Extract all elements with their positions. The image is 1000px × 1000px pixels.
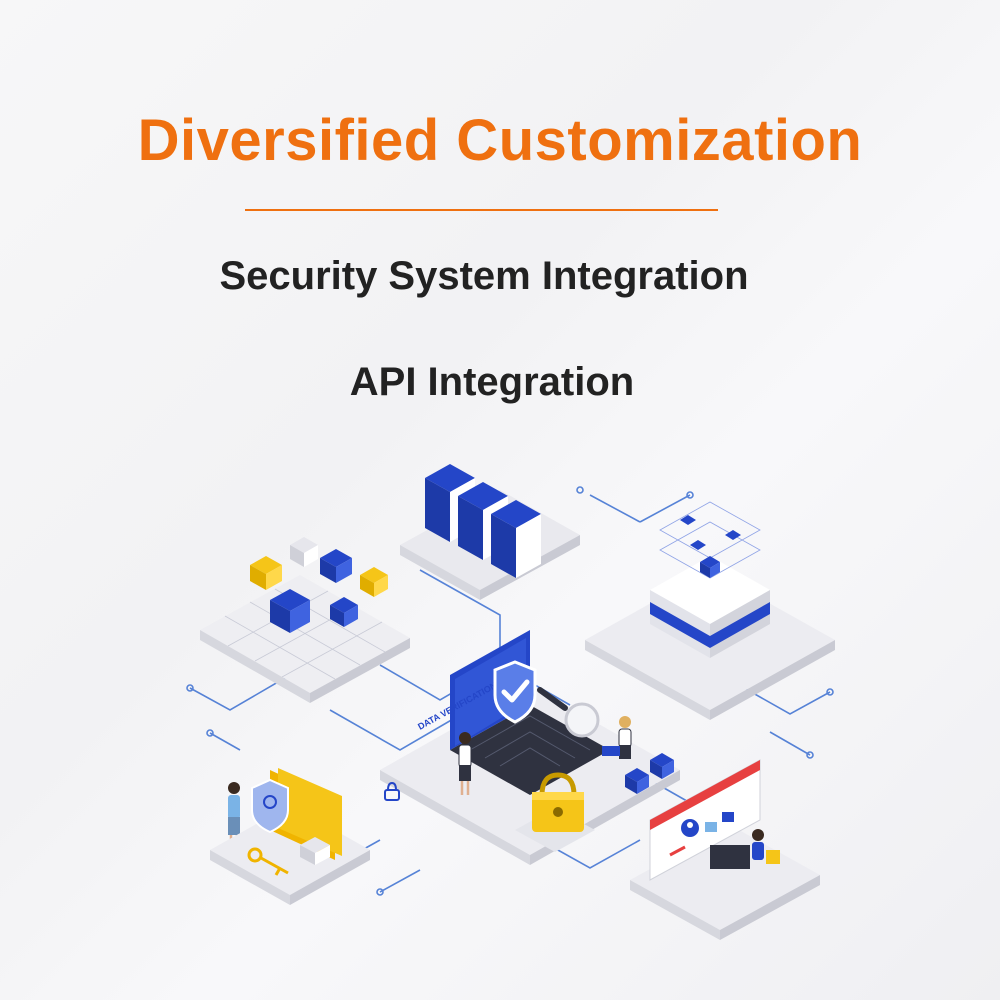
headline: Diversified Customization bbox=[137, 108, 863, 173]
isometric-integration-illustration: DATA VERIFICATION bbox=[186, 464, 835, 940]
cube-grid-icon bbox=[200, 537, 410, 703]
browser-window-icon bbox=[630, 759, 820, 940]
small-lock-icon bbox=[384, 781, 400, 801]
title-divider bbox=[245, 209, 718, 211]
magnifier-icon bbox=[537, 687, 600, 738]
shield-check-icon bbox=[493, 660, 537, 724]
subtitle-api-integration: API Integration bbox=[349, 360, 635, 404]
server-stack-icon bbox=[400, 464, 580, 600]
database-icon bbox=[585, 501, 835, 720]
small-cubes bbox=[625, 753, 674, 794]
folder-icon bbox=[210, 768, 370, 905]
subtitle-security-integration: Security System Integration bbox=[219, 254, 749, 298]
padlock-icon bbox=[515, 772, 595, 852]
